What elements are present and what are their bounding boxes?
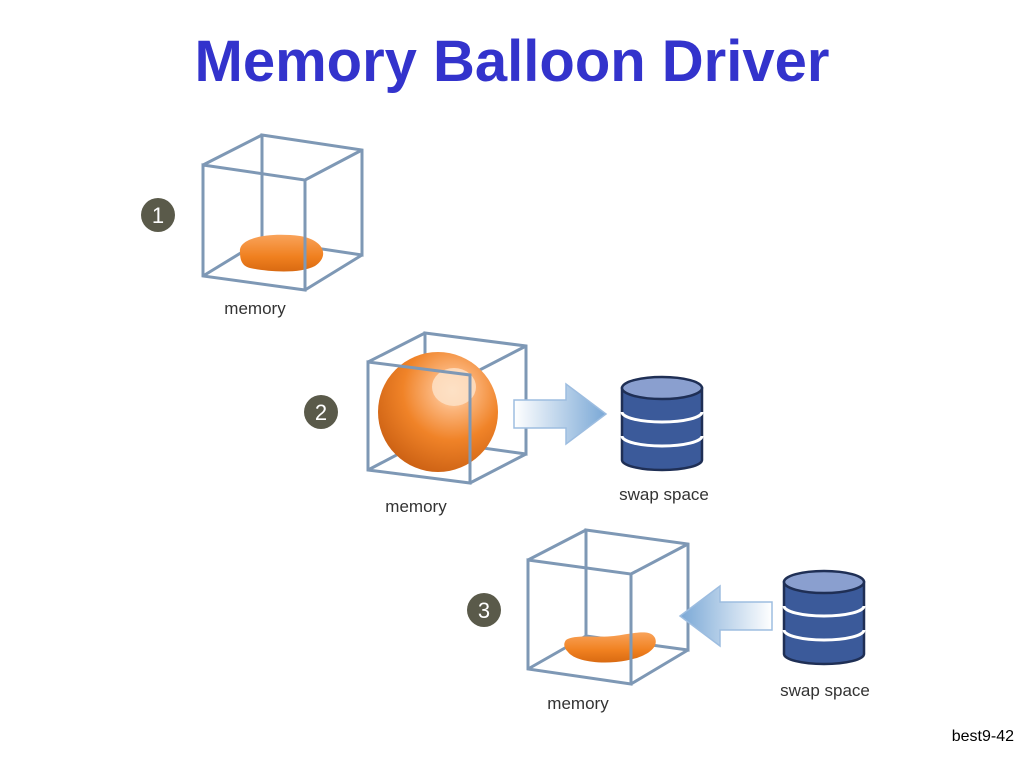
step-2-badge: 2 bbox=[304, 395, 338, 429]
memory-label-3: memory bbox=[547, 694, 609, 713]
balloon-inflated bbox=[378, 352, 498, 472]
slide-title: Memory Balloon Driver bbox=[194, 29, 830, 94]
balloon-deflated bbox=[564, 632, 656, 663]
arrow-from-swap bbox=[678, 584, 773, 648]
memory-cube-3 bbox=[527, 528, 690, 686]
swap-disk-1 bbox=[620, 375, 704, 472]
memory-label-1: memory bbox=[224, 299, 286, 318]
memory-cube-1 bbox=[202, 133, 364, 292]
step-2: 2 memory swap space bbox=[304, 331, 709, 516]
step-1-badge: 1 bbox=[141, 198, 175, 232]
balloon-small bbox=[239, 234, 324, 272]
swap-label-1: swap space bbox=[619, 485, 709, 504]
slide-footer: best9-42 bbox=[951, 728, 1014, 745]
memory-label-2: memory bbox=[385, 497, 447, 516]
arrow-to-swap bbox=[513, 382, 608, 446]
step-1-number: 1 bbox=[152, 203, 164, 228]
swap-disk-2 bbox=[782, 569, 866, 666]
step-2-number: 2 bbox=[315, 400, 327, 425]
step-3-number: 3 bbox=[478, 598, 490, 623]
step-1: 1 memory bbox=[141, 133, 364, 318]
step-3: 3 memory swap space bbox=[467, 528, 870, 713]
swap-label-2: swap space bbox=[780, 681, 870, 700]
step-3-badge: 3 bbox=[467, 593, 501, 627]
